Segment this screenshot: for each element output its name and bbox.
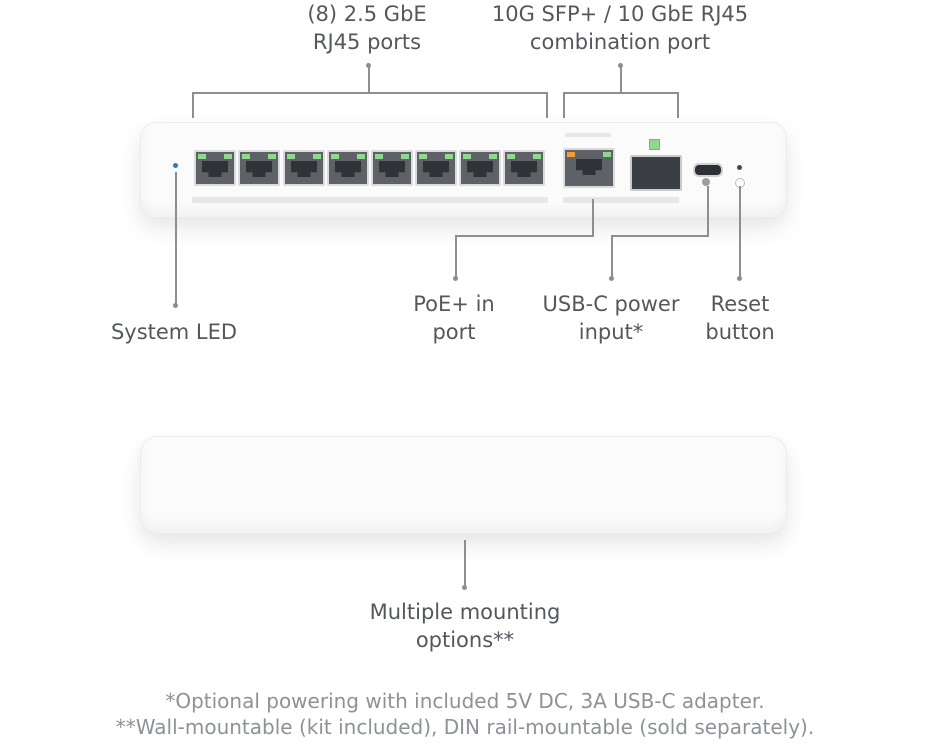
usbc-power-label-line2: input* (578, 320, 644, 344)
poe-callout-h (455, 235, 594, 237)
combo-port-label-strip (565, 133, 611, 137)
system-led-callout-line (175, 172, 177, 304)
rj45-port-2 (238, 150, 280, 186)
system-led-label: System LED (110, 320, 238, 344)
system-led-indicator (173, 163, 178, 168)
usbc-callout-v1 (707, 186, 709, 236)
mounting-options-label-line1: Multiple mounting (369, 600, 561, 624)
combo-bracket-left (563, 92, 565, 118)
rj45-ports-label-line2: RJ45 ports (312, 30, 422, 54)
poe-combo-rj45-port (563, 148, 615, 188)
rj45-bracket-top (192, 92, 548, 94)
reset-button-label-line1: Reset (710, 292, 770, 316)
rj45-port-strip (192, 197, 548, 203)
rj45-ports-label: (8) 2.5 GbE RJ45 ports (272, 0, 462, 56)
rj45-port-7 (459, 150, 501, 186)
poe-callout-v1 (592, 199, 594, 236)
sfp-plus-cage (630, 155, 682, 191)
poe-callout-v2 (455, 235, 457, 277)
usb-c-icon (702, 178, 710, 186)
combo-port-label-line2: combination port (529, 30, 711, 54)
reset-callout-dot (737, 276, 742, 281)
combo-bracket-right (677, 92, 679, 118)
footnote-power: *Optional powering with included 5V DC, … (165, 689, 765, 713)
usbc-callout-dot (609, 276, 614, 281)
rj45-callout-stem (368, 65, 370, 93)
mounting-options-label: Multiple mounting options** (350, 598, 580, 654)
rj45-port-6 (415, 150, 457, 186)
system-led-callout-dot (173, 303, 178, 308)
combo-callout-stem (620, 65, 622, 93)
usbc-callout-h (611, 235, 709, 237)
reset-button (737, 165, 742, 170)
rj45-port-1 (194, 150, 236, 186)
mounting-options-label-line2: options** (415, 628, 515, 652)
reset-button-label: Reset button (690, 290, 790, 346)
reset-button-label-line2: button (705, 320, 775, 344)
combo-bracket-top (563, 92, 679, 94)
combo-port-strip (563, 197, 679, 203)
rj45-bracket-left (192, 92, 194, 118)
usbc-power-label: USB-C power input* (530, 290, 692, 346)
poe-port-label: PoE+ in port (394, 290, 514, 346)
reset-callout-line (739, 186, 741, 277)
rj45-ports-label-line1: (8) 2.5 GbE (307, 2, 427, 26)
rj45-bracket-right (546, 92, 548, 118)
rj45-port-3 (283, 150, 325, 186)
usb-c-port (693, 163, 723, 177)
sfp-status-led (649, 139, 660, 150)
poe-callout-dot (453, 276, 458, 281)
combo-port-label-line1: 10G SFP+ / 10 GbE RJ45 (491, 2, 749, 26)
mounting-callout-line (464, 540, 466, 586)
usbc-callout-v2 (611, 235, 613, 277)
mounting-callout-dot (462, 585, 467, 590)
footnote-mounting: **Wall-mountable (kit included), DIN rai… (115, 715, 815, 739)
switch-rear-view (140, 436, 787, 534)
poe-port-label-line2: port (432, 320, 476, 344)
rj45-port-4 (327, 150, 369, 186)
usbc-power-label-line1: USB-C power (542, 292, 680, 316)
poe-port-label-line1: PoE+ in (413, 292, 495, 316)
rj45-port-5 (371, 150, 413, 186)
combo-port-label: 10G SFP+ / 10 GbE RJ45 combination port (470, 0, 770, 56)
rj45-port-8 (503, 150, 545, 186)
